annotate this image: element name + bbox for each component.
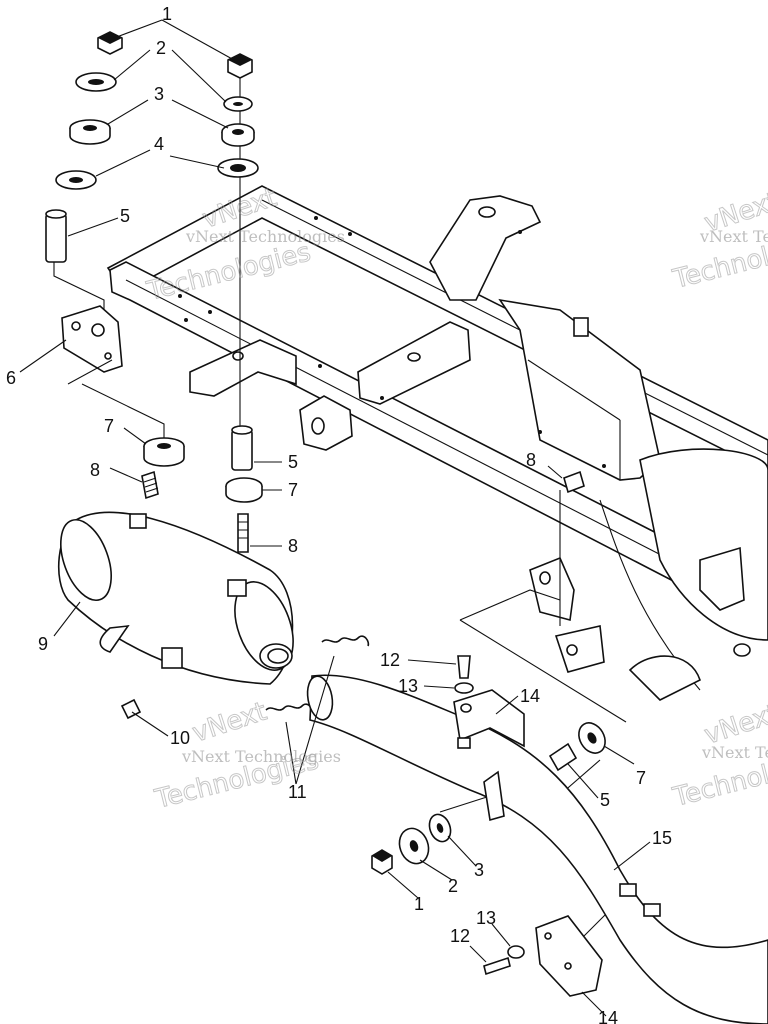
pipe-bracket-lower bbox=[483, 915, 603, 997]
callout-12-lower: 12 bbox=[450, 926, 470, 946]
callout-9: 9 bbox=[38, 634, 48, 654]
muffler bbox=[57, 511, 294, 720]
callout-8-center: 8 bbox=[288, 536, 298, 556]
watermark-company-1: vNext Technologies bbox=[185, 227, 345, 246]
grommet-center bbox=[221, 132, 255, 147]
watermark-company-2: vNext Technologies bbox=[699, 227, 768, 246]
callout-8-left: 8 bbox=[90, 460, 100, 480]
callout-4: 4 bbox=[154, 134, 164, 154]
callout-5-left: 5 bbox=[120, 206, 130, 226]
spacer-sleeve-center bbox=[231, 429, 253, 471]
washer-lower-bracket bbox=[507, 945, 525, 959]
spring-upper bbox=[321, 635, 370, 647]
callout-12-upper: 12 bbox=[380, 650, 400, 670]
callout-10: 10 bbox=[170, 728, 190, 748]
callout-7-center: 7 bbox=[288, 480, 298, 500]
spring-lower bbox=[265, 703, 314, 715]
callout-5-pipe: 5 bbox=[600, 790, 610, 810]
watermark-brand-top-3: vNext bbox=[189, 697, 271, 749]
watermark-company-4: vNext Technologies bbox=[701, 743, 768, 762]
grommet-lower-left bbox=[143, 446, 185, 467]
left-mount-hardware bbox=[45, 31, 185, 500]
callout-3-lower: 3 bbox=[474, 860, 484, 880]
callout-14-upper: 14 bbox=[520, 686, 540, 706]
callout-11: 11 bbox=[288, 782, 307, 802]
callout-6: 6 bbox=[6, 368, 16, 388]
grommet-left bbox=[69, 128, 111, 145]
leader-lines bbox=[19, 19, 651, 1017]
callout-numbers: 1 2 3 4 5 6 7 8 5 7 8 8 9 10 11 12 13 14… bbox=[6, 4, 672, 1024]
callout-3-top: 3 bbox=[154, 84, 164, 104]
header-pipe bbox=[306, 674, 768, 1024]
washer-upper-bracket bbox=[454, 682, 474, 694]
callout-8-engine: 8 bbox=[526, 450, 536, 470]
pipe-mount-hardware bbox=[371, 722, 606, 875]
callout-7-pipe: 7 bbox=[636, 768, 646, 788]
muffler-bracket bbox=[61, 305, 123, 373]
callout-14-lower: 14 bbox=[598, 1008, 618, 1024]
muffler-mount-tab bbox=[161, 647, 183, 669]
muffler-tab-right bbox=[227, 579, 247, 597]
callout-7-left: 7 bbox=[104, 416, 114, 436]
grommet-center-lower bbox=[225, 486, 263, 503]
callout-1-lower: 1 bbox=[414, 894, 424, 914]
bolt-upper-bracket bbox=[457, 655, 471, 679]
drain-plug bbox=[120, 698, 142, 720]
bolt-lower-bracket bbox=[483, 956, 511, 976]
callout-2-lower: 2 bbox=[448, 876, 458, 896]
watermark-company-3: vNext Technologies bbox=[181, 747, 341, 766]
callout-15: 15 bbox=[652, 828, 672, 848]
callout-1-top: 1 bbox=[162, 4, 172, 24]
callout-13-lower: 13 bbox=[476, 908, 496, 928]
callout-13-upper: 13 bbox=[398, 676, 418, 696]
vehicle-frame bbox=[106, 185, 768, 701]
pipe-bracket-upper bbox=[453, 655, 525, 749]
bolt-engine-side bbox=[563, 470, 585, 494]
bolt-center bbox=[237, 513, 249, 553]
callout-5-center: 5 bbox=[288, 452, 298, 472]
spacer-sleeve-left bbox=[45, 213, 67, 263]
callout-2-top: 2 bbox=[156, 38, 166, 58]
muffler-tab-top bbox=[129, 513, 147, 529]
